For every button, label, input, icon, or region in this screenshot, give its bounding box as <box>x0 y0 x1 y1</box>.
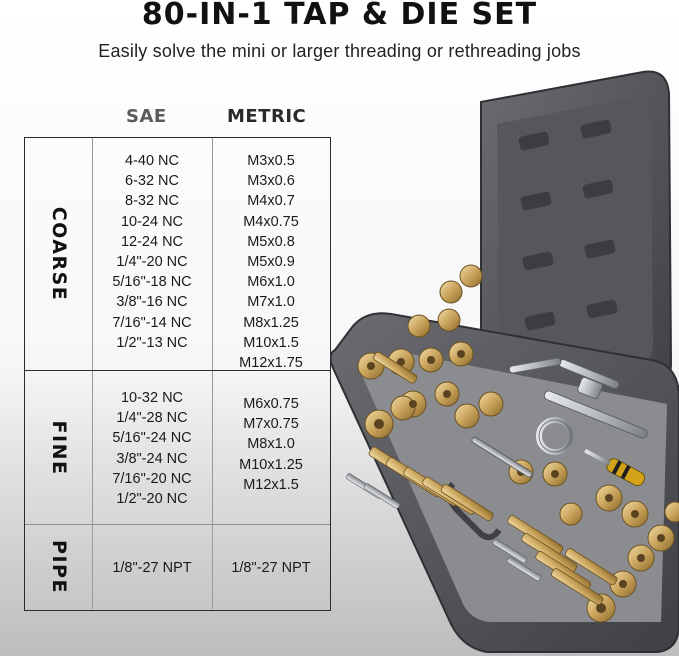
column-header-sae: SAE <box>126 106 167 127</box>
row-label-coarse: COARSE <box>47 206 70 302</box>
thread-size: M8x1.25 <box>243 314 299 331</box>
thread-size: M7x0.75 <box>243 416 299 433</box>
thread-size: 1/4"-28 NC <box>116 410 188 427</box>
page-subtitle: Easily solve the mini or larger threadin… <box>98 41 581 61</box>
thread-size: 1/2"-13 NC <box>116 334 188 351</box>
column-header-metric: METRIC <box>227 106 307 127</box>
thread-size: 1/4"-20 NC <box>116 254 188 271</box>
thread-size: M8x1.0 <box>247 436 295 453</box>
thread-size: M12x1.75 <box>239 355 303 372</box>
table-row-fine: FINE 10-32 NC 1/4"-28 NC 5/16"-24 NC 3/8"-2… <box>25 371 330 525</box>
table-row-coarse: COARSE 4-40 NC 6-32 NC 8-32 NC 10-24 NC 12-2… <box>25 138 330 371</box>
thread-size: 3/8"-24 NC <box>116 450 188 467</box>
thread-size: 5/16"-18 NC <box>112 274 192 291</box>
row-label-pipe: PIPE <box>47 540 70 594</box>
row-label-fine: FINE <box>47 420 70 475</box>
thread-size: 1/8"-27 NPT <box>231 560 311 576</box>
thread-size: M12x1.5 <box>243 476 299 493</box>
thread-size: M6x1.0 <box>247 274 295 291</box>
thread-size: 10-24 NC <box>120 213 184 230</box>
thread-size: 7/16"-20 NC <box>112 470 192 487</box>
thread-size: 5/16"-24 NC <box>112 430 192 447</box>
thread-size: 1/8"-27 NPT <box>112 560 192 576</box>
table-row-pipe: PIPE 1/8"-27 NPT 1/8"-27 NPT <box>25 525 330 609</box>
thread-size: M3x0.5 <box>247 153 295 169</box>
thread-size: M6x0.75 <box>243 396 299 412</box>
thread-size: M5x0.9 <box>247 254 295 271</box>
thread-size: 3/8"-16 NC <box>116 294 188 311</box>
pipe-sae-list: 1/8"-27 NPT <box>92 558 212 578</box>
tap-and-die-case-image <box>331 70 679 653</box>
pipe-metric-list: 1/8"-27 NPT <box>212 558 330 578</box>
thread-size: M10x1.5 <box>243 334 299 351</box>
thread-size: M4x0.75 <box>243 213 299 230</box>
thread-size: M10x1.25 <box>239 456 303 473</box>
page-title: 80-IN-1 TAP & DIE SET <box>141 0 538 32</box>
thread-size: 6-32 NC <box>125 173 179 190</box>
coarse-sae-list: 4-40 NC 6-32 NC 8-32 NC 10-24 NC 12-24 NC 1/4… <box>92 151 212 353</box>
thread-size: M7x1.0 <box>247 294 295 311</box>
thread-size: 1/2"-20 NC <box>116 491 188 508</box>
thread-size: 7/16"-14 NC <box>112 314 192 331</box>
thread-size-table: COARSE 4-40 NC 6-32 NC 8-32 NC 10-24 NC 12-2… <box>24 137 331 611</box>
thread-size: M4x0.7 <box>247 193 295 210</box>
thread-size: M5x0.8 <box>247 233 295 250</box>
thread-size: 10-32 NC <box>120 390 184 406</box>
thread-size: 8-32 NC <box>125 193 179 210</box>
thread-size: 12-24 NC <box>120 233 184 250</box>
thread-size: 4-40 NC <box>125 153 179 169</box>
fine-sae-list: 10-32 NC 1/4"-28 NC 5/16"-24 NC 3/8"-24 NC 7… <box>92 388 212 509</box>
thread-size: M3x0.6 <box>247 173 295 190</box>
